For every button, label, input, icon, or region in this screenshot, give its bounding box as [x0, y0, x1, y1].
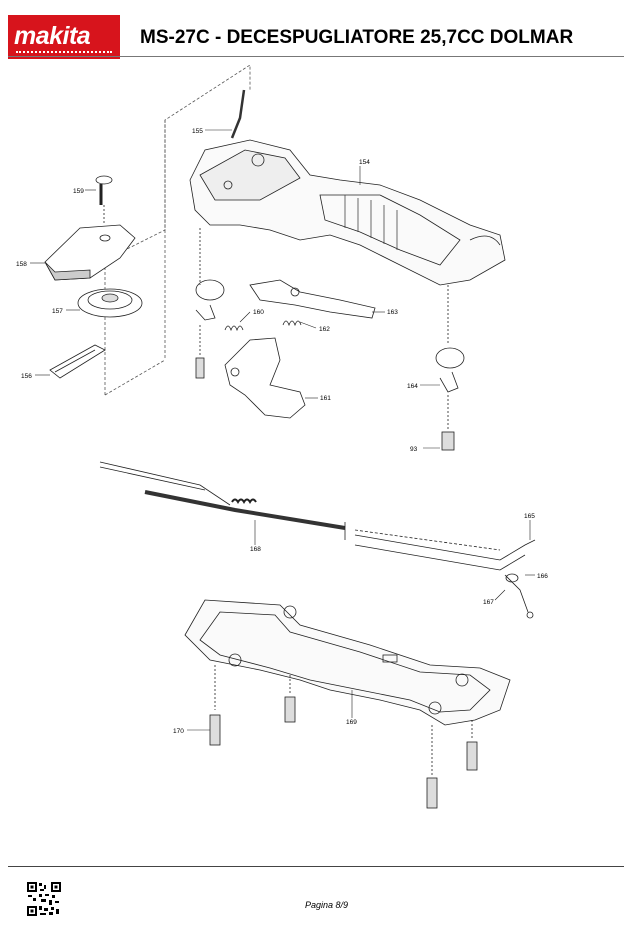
- label-156: 156: [21, 373, 32, 380]
- part-number-labels: 155 154 159 158 157 156 160 162 163 161 …: [16, 128, 548, 735]
- part-162-spring: [282, 320, 302, 327]
- screw-bodies: [209, 696, 478, 809]
- part-168-cable: [99, 461, 346, 540]
- label-166: 166: [537, 573, 548, 580]
- part-169-lower-housing: [184, 599, 511, 726]
- label-170: 170: [173, 728, 184, 735]
- part-160-spring: [224, 325, 244, 332]
- label-159: 159: [73, 188, 84, 195]
- footer-divider: [8, 866, 624, 867]
- label-154: 154: [359, 159, 370, 166]
- part-93-bolt: [441, 431, 455, 451]
- label-163: 163: [387, 309, 398, 316]
- label-161: 161: [320, 395, 331, 402]
- label-158: 158: [16, 261, 27, 268]
- leader-lines: [30, 129, 535, 731]
- part-clamp-left: [195, 228, 225, 379]
- part-170-screws: [214, 665, 473, 775]
- part-159-screw: [95, 175, 113, 225]
- logo-underline: [16, 51, 112, 56]
- part-161-trigger: [224, 337, 306, 419]
- label-164: 164: [407, 383, 418, 390]
- part-154-handle-housing: [189, 139, 506, 286]
- page-title: MS-27C - DECESPUGLIATORE 25,7CC DOLMAR: [140, 27, 574, 48]
- part-158-cover: [44, 224, 136, 281]
- label-165: 165: [524, 513, 535, 520]
- part-164-clamp: [435, 285, 465, 430]
- label-162: 162: [319, 326, 330, 333]
- label-160: 160: [253, 309, 264, 316]
- part-155-pin: [230, 89, 246, 139]
- page-number: Pagina 8/9: [305, 900, 349, 910]
- part-163-lever: [249, 279, 376, 319]
- part-156-clip: [49, 344, 106, 379]
- label-167: 167: [483, 599, 494, 606]
- logo-text: makita: [14, 22, 91, 50]
- qr-code-icon: [27, 882, 61, 916]
- part-166-167-connector: [504, 573, 534, 619]
- makita-logo: makita: [8, 15, 120, 59]
- label-168: 168: [250, 546, 261, 553]
- part-157-disc: [77, 288, 143, 318]
- assembly-outline: [104, 64, 251, 396]
- part-165-cable: [354, 529, 536, 571]
- label-155: 155: [192, 128, 203, 135]
- label-169: 169: [346, 719, 357, 726]
- label-93: 93: [410, 446, 418, 453]
- label-157: 157: [52, 308, 63, 315]
- header-divider: [8, 56, 624, 57]
